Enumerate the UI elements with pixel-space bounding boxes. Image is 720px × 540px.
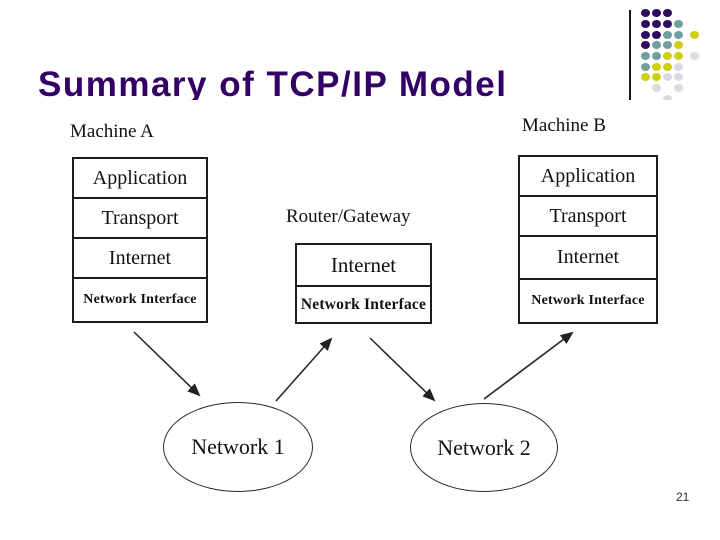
decoration-dot xyxy=(641,73,650,81)
decoration-dot xyxy=(652,20,661,28)
decoration-dot xyxy=(663,52,672,60)
decoration-dot xyxy=(652,63,661,71)
network-1-label: Network 1 xyxy=(191,434,285,459)
router-gateway-stack: Internet Network Interface xyxy=(295,243,432,324)
router-gateway-label: Router/Gateway xyxy=(286,206,411,227)
router-layer-network-interface: Network Interface xyxy=(297,285,430,322)
decoration-dot xyxy=(641,31,650,39)
machine-b-stack: Application Transport Internet Network I… xyxy=(518,155,658,324)
decoration-dot xyxy=(674,73,683,81)
arrow-machine-a-to-network-1 xyxy=(133,331,201,397)
machine-a-layer-internet: Internet xyxy=(74,237,206,277)
decoration-dot xyxy=(663,63,672,71)
decoration-dot xyxy=(641,63,650,71)
network-2-node: Network 2 xyxy=(410,403,558,492)
machine-a-label: Machine A xyxy=(70,121,154,142)
machine-b-layer-internet: Internet xyxy=(520,235,656,278)
arrow-network-1-to-router xyxy=(275,337,333,402)
decoration-dot xyxy=(674,84,683,92)
decoration-dot xyxy=(663,31,672,39)
machine-b-layer-network-interface: Network Interface xyxy=(520,278,656,322)
router-layer-internet: Internet xyxy=(330,252,397,277)
machine-b-label: Machine B xyxy=(522,115,606,136)
arrow-network-2-to-machine-b xyxy=(483,331,574,400)
decoration-dot xyxy=(641,9,650,17)
tcpip-diagram: Machine A Router/Gateway Machine B Appli… xyxy=(33,100,701,498)
decoration-dot xyxy=(690,52,699,60)
decoration-dot xyxy=(674,41,683,49)
decoration-dot xyxy=(690,31,699,39)
decoration-dot xyxy=(663,73,672,81)
decoration-dot xyxy=(652,9,661,17)
decoration-dot xyxy=(652,52,661,60)
arrow-router-to-network-2 xyxy=(369,337,436,402)
decoration-vertical-line xyxy=(629,10,631,108)
decoration-dot xyxy=(674,31,683,39)
decoration-dot xyxy=(641,20,650,28)
decoration-dot xyxy=(674,63,683,71)
decoration-dot xyxy=(663,9,672,17)
machine-a-stack: Application Transport Internet Network I… xyxy=(72,157,208,323)
decoration-dot xyxy=(641,52,650,60)
decoration-dot xyxy=(652,31,661,39)
decoration-dot xyxy=(674,52,683,60)
decoration-dot xyxy=(663,95,672,103)
dot-grid-decoration xyxy=(0,0,720,120)
page-number: 21 xyxy=(676,490,690,504)
machine-a-layer-network-interface: Network Interface xyxy=(74,277,206,321)
decoration-dot xyxy=(652,41,661,49)
decoration-dot xyxy=(652,84,661,92)
decoration-dot xyxy=(674,20,683,28)
machine-a-layer-transport: Transport xyxy=(74,197,206,237)
decoration-dot xyxy=(641,41,650,49)
machine-b-layer-application: Application xyxy=(540,164,636,187)
machine-b-layer-transport: Transport xyxy=(520,195,656,235)
network-1-node: Network 1 xyxy=(163,402,313,492)
decoration-dot xyxy=(663,41,672,49)
decoration-dot xyxy=(663,20,672,28)
decoration-dot xyxy=(652,73,661,81)
network-2-label: Network 2 xyxy=(437,434,531,460)
machine-a-layer-application: Application xyxy=(92,166,188,189)
slide-title: Summary of TCP/IP Model xyxy=(38,65,508,105)
